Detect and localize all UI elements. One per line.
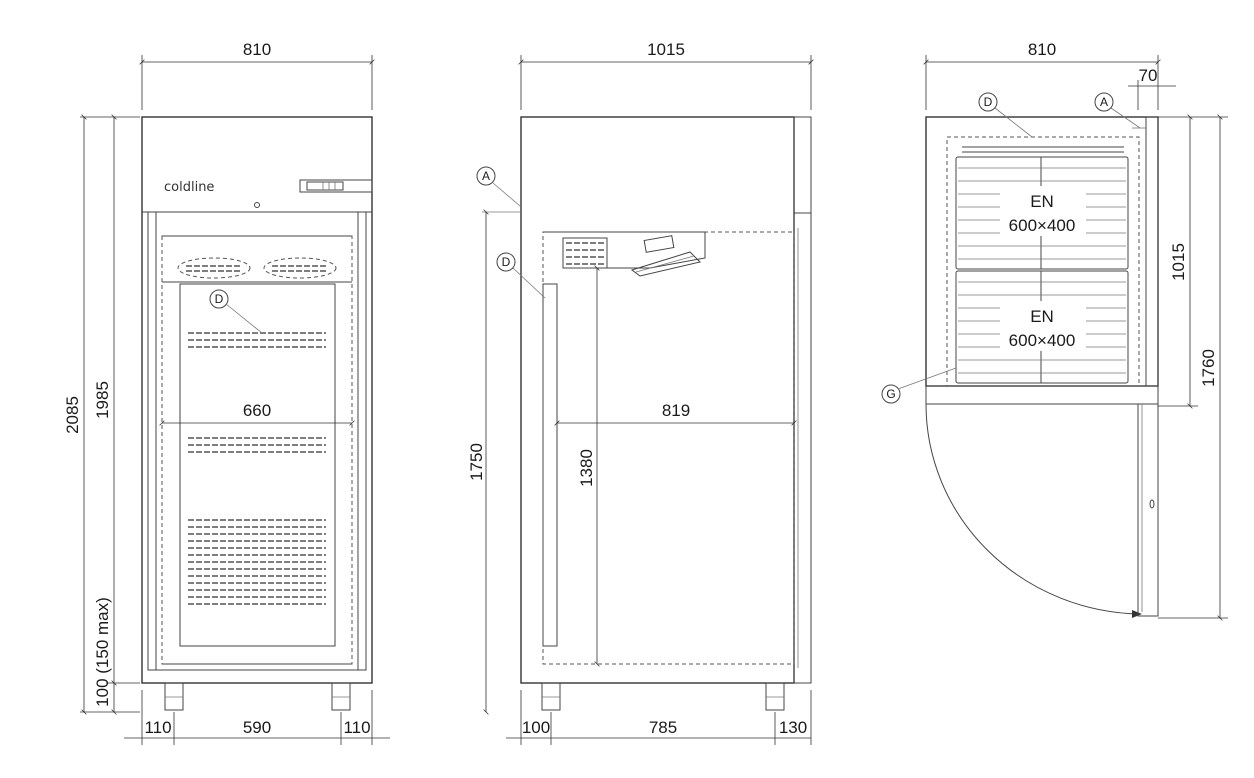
side-front-offset-label: 100 bbox=[522, 718, 550, 737]
side-inner-height-dimension: 1380 bbox=[577, 265, 600, 667]
side-depth-label: 1015 bbox=[647, 40, 685, 59]
side-inner-depth-label: 819 bbox=[662, 401, 690, 420]
side-top-flap bbox=[793, 116, 812, 214]
door-swing bbox=[925, 385, 1159, 618]
side-view: 1015 A D bbox=[467, 40, 814, 745]
brand-logo: coldline bbox=[164, 180, 214, 195]
side-inner-depth-dimension: 819 bbox=[554, 401, 797, 426]
front-total-height-label: 2085 bbox=[63, 396, 82, 434]
top-depth-dimensions: 1015 1760 bbox=[1158, 114, 1228, 621]
top-width-dimension: 810 70 bbox=[923, 40, 1176, 110]
side-bottom-dimensions: 100 785 130 bbox=[506, 690, 812, 745]
top-callout-d-label: D bbox=[984, 95, 993, 109]
top-width-label: 810 bbox=[1028, 40, 1056, 59]
front-inner-width-dimension: 660 bbox=[159, 401, 355, 426]
front-left-offset-label: 110 bbox=[144, 718, 171, 737]
front-bottom-dimensions: 110 590 110 bbox=[124, 690, 390, 745]
side-callout-d-label: D bbox=[502, 255, 511, 269]
side-callout-a: A bbox=[476, 166, 521, 213]
evaporator-fans bbox=[162, 257, 352, 283]
lock-icon bbox=[254, 202, 260, 208]
side-door-profile bbox=[793, 212, 812, 684]
front-inner-width-label: 660 bbox=[243, 401, 271, 420]
side-rear-offset-label: 130 bbox=[779, 718, 807, 737]
side-callout-a-label: A bbox=[482, 169, 490, 183]
side-inner-height-label: 1380 bbox=[577, 449, 596, 487]
tray1-line1-label: EN bbox=[1030, 192, 1054, 211]
top-callout-g-label: G bbox=[886, 387, 895, 401]
side-rear-panel bbox=[542, 283, 558, 647]
tray2-line2-label: 600×400 bbox=[1009, 331, 1076, 350]
front-width-label: 810 bbox=[243, 40, 271, 59]
top-open-depth-label: 1760 bbox=[1199, 349, 1218, 387]
front-view: 810 2085 1985 100 (150 max) coldline bbox=[63, 40, 390, 745]
side-feet-span-label: 785 bbox=[649, 718, 677, 737]
front-right-offset-label: 110 bbox=[343, 718, 370, 737]
front-right-foot bbox=[331, 682, 351, 711]
side-depth-dimension: 1015 bbox=[518, 40, 814, 110]
side-callout-d: D bbox=[496, 252, 546, 299]
front-left-foot bbox=[164, 682, 184, 711]
top-depth-label: 1015 bbox=[1169, 243, 1188, 281]
tray1-line2-label: 600×400 bbox=[1009, 216, 1076, 235]
tray2-line1-label: EN bbox=[1030, 307, 1054, 326]
front-width-dimension: 810 bbox=[139, 40, 375, 110]
top-callout-a-label: A bbox=[1100, 95, 1108, 109]
front-feet-height-label: 100 (150 max) bbox=[93, 597, 112, 707]
vent-slots-top bbox=[188, 332, 326, 348]
vent-slots-bottom bbox=[188, 519, 326, 605]
side-height-label: 1750 bbox=[467, 443, 486, 481]
side-front-foot bbox=[541, 682, 561, 711]
side-evaporator-unit bbox=[562, 232, 706, 277]
tray-rack-1: EN 600×400 bbox=[955, 156, 1129, 270]
side-height-dimension: 1750 bbox=[467, 209, 489, 715]
vent-slots-middle bbox=[188, 437, 326, 453]
front-height-dimensions: 2085 1985 100 (150 max) bbox=[63, 114, 140, 715]
front-callout-d: D bbox=[209, 289, 263, 334]
front-cabinet-outline bbox=[141, 116, 373, 684]
open-door bbox=[1137, 403, 1159, 617]
side-rear-foot bbox=[765, 682, 785, 711]
tray-rack-2: EN 600×400 bbox=[955, 270, 1129, 384]
top-callout-a: A bbox=[1094, 92, 1146, 129]
top-offset-label: 70 bbox=[1139, 66, 1158, 85]
top-callout-g: G bbox=[881, 367, 957, 404]
top-callout-d: D bbox=[978, 92, 1033, 138]
front-callout-d-label: D bbox=[215, 292, 224, 306]
front-feet-span-label: 590 bbox=[243, 718, 271, 737]
front-door bbox=[147, 211, 367, 671]
rear-panel bbox=[179, 283, 336, 647]
control-panel bbox=[299, 179, 373, 193]
side-inner-compartment bbox=[542, 231, 795, 665]
top-view: 810 70 EN 600×400 bbox=[881, 40, 1228, 621]
side-cabinet-outline bbox=[520, 116, 795, 684]
front-body-height-label: 1985 bbox=[93, 381, 112, 419]
top-inner-compartment bbox=[946, 136, 1140, 387]
